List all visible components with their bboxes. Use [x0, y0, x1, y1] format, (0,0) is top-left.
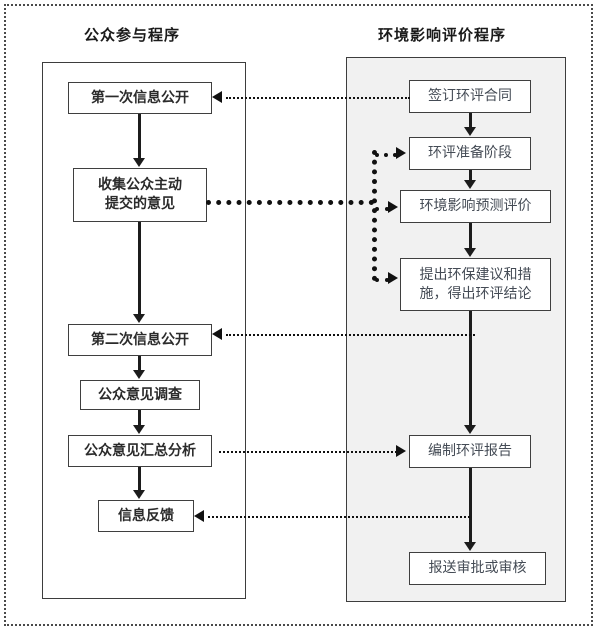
arrowhead-branch-prep: [396, 147, 406, 159]
node-collect-opinions[interactable]: 收集公众主动提交的意见: [73, 168, 207, 222]
arrowhead-report-to-feedback: [194, 510, 204, 522]
node-prep-stage[interactable]: 环评准备阶段: [409, 137, 531, 170]
node-first-disclosure[interactable]: 第一次信息公开: [68, 82, 212, 114]
flow-report-to-submit: [469, 468, 472, 543]
connector-contract-to-first-disclosure: [226, 97, 410, 99]
flow-contract-to-prep: [469, 113, 472, 128]
connector-opinions-branch-recommend: [375, 278, 389, 282]
node-sign-contract[interactable]: 签订环评合同: [409, 80, 531, 113]
arrowhead-survey: [133, 370, 145, 379]
flow-prep-to-predict: [469, 170, 472, 181]
outer-dotted-frame: [4, 4, 593, 626]
arrowhead-contract-to-first-disclosure: [212, 91, 222, 103]
connector-report-to-feedback: [208, 516, 470, 518]
arrowhead-predict: [464, 180, 476, 189]
arrowhead-second: [133, 314, 145, 323]
flow-survey-to-analysis: [138, 410, 141, 426]
connector-eia-to-second-disclosure: [226, 334, 475, 336]
arrowhead-prep: [464, 127, 476, 136]
node-impact-predict[interactable]: 环境影响预测评价: [400, 190, 551, 223]
flow-recommend-to-report: [469, 311, 472, 426]
node-information-feedback[interactable]: 信息反馈: [98, 500, 194, 532]
flow-collect-to-second: [138, 222, 141, 314]
connector-opinions-branch-predict: [375, 207, 389, 211]
node-compile-report[interactable]: 编制环评报告: [409, 435, 531, 468]
connector-opinions-trunk: [206, 200, 374, 205]
node-second-disclosure[interactable]: 第二次信息公开: [68, 324, 212, 356]
node-recommendations[interactable]: 提出环保建议和措施，得出环评结论: [400, 258, 551, 311]
flow-second-to-survey: [138, 356, 141, 371]
connector-opinions-riser: [372, 150, 377, 281]
connector-analysis-to-report: [219, 451, 397, 453]
column-title-public-participation: 公众参与程序: [84, 26, 181, 44]
arrowhead-branch-predict: [388, 201, 398, 213]
arrowhead-branch-recommend: [388, 272, 398, 284]
arrowhead-recommend: [464, 248, 476, 257]
flow-analysis-to-feedback: [138, 467, 141, 491]
node-opinion-survey[interactable]: 公众意见调查: [80, 380, 200, 410]
arrowhead-feedback: [133, 490, 145, 499]
flow-predict-to-recommend: [469, 223, 472, 249]
node-submit-approval[interactable]: 报送审批或审核: [409, 552, 546, 585]
arrowhead-analysis: [133, 425, 145, 434]
arrowhead-collect: [133, 158, 145, 167]
node-opinion-analysis[interactable]: 公众意见汇总分析: [68, 435, 212, 467]
arrowhead-submit: [464, 542, 476, 551]
connector-opinions-branch-prep: [375, 153, 397, 157]
arrowhead-report: [464, 425, 476, 434]
column-title-eia-procedure: 环境影响评价程序: [378, 26, 507, 44]
flow-first-to-collect: [138, 114, 141, 159]
arrowhead-eia-to-second-disclosure: [212, 328, 222, 340]
arrowhead-analysis-to-report: [396, 445, 406, 457]
